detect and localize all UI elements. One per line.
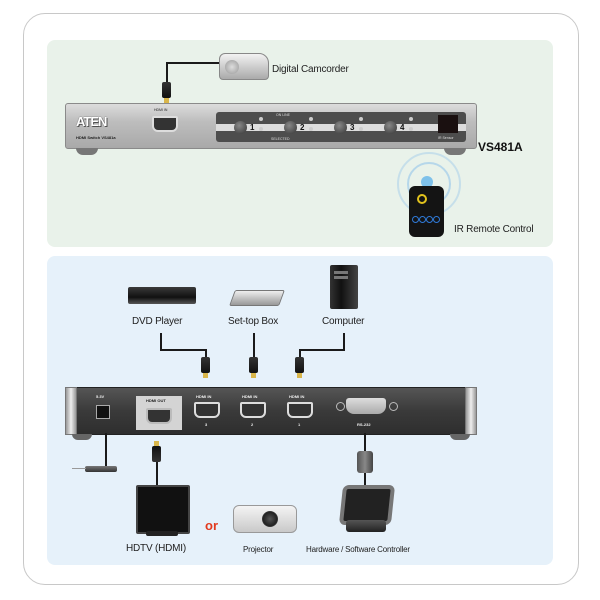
hdmi-out-label: HDMI OUT bbox=[146, 398, 166, 403]
hdmi-out-port bbox=[146, 408, 172, 424]
computer-cable-drop bbox=[299, 349, 301, 359]
dvd-cable-drop bbox=[205, 349, 207, 359]
set-top-box-label: Set-top Box bbox=[228, 316, 279, 327]
switch-front-panel: ATEN HDMI Switch VS481a HDMI IN ON LINE … bbox=[65, 103, 477, 155]
power-adapter-wire bbox=[72, 468, 86, 469]
port-2-number: 2 bbox=[300, 123, 305, 132]
port-selector-strip: ON LINE SELECTED 1 2 3 4 IR Sensor bbox=[216, 112, 466, 142]
rs232-label: RS-232 bbox=[357, 422, 371, 427]
port-3-button[interactable] bbox=[334, 121, 347, 134]
selected-led-2 bbox=[309, 127, 313, 131]
projector-icon bbox=[233, 505, 297, 533]
controller-label: Hardware / Software Controller bbox=[306, 545, 410, 554]
power-adapter-icon bbox=[85, 466, 117, 472]
switch-model-small: HDMI Switch VS481a bbox=[76, 135, 116, 140]
hdmi-plug-icon bbox=[295, 357, 304, 378]
dvd-player-label: DVD Player bbox=[132, 316, 183, 327]
camcorder-cable-vertical bbox=[166, 62, 168, 84]
online-led-2 bbox=[309, 117, 313, 121]
model-title: VS481A bbox=[478, 140, 523, 154]
hdmi-in-3-label: HDMI IN bbox=[196, 394, 212, 399]
hdmi-in-1-number: 1 bbox=[298, 422, 301, 427]
hdmi-in-2-label: HDMI IN bbox=[242, 394, 258, 399]
or-text: or bbox=[205, 518, 218, 533]
port-4-button[interactable] bbox=[384, 121, 397, 134]
computer-label: Computer bbox=[322, 316, 365, 327]
touch-controller-icon bbox=[338, 485, 396, 525]
hdmi-in-3-port bbox=[194, 402, 220, 418]
hdmi-out-block: HDMI OUT bbox=[136, 396, 182, 430]
port-2-button[interactable] bbox=[284, 121, 297, 134]
port-1-number: 1 bbox=[250, 123, 255, 132]
selected-label: SELECTED bbox=[271, 137, 290, 141]
computer-cable-horizontal bbox=[299, 349, 345, 351]
selected-led-4 bbox=[409, 127, 413, 131]
camcorder-label: Digital Camcorder bbox=[272, 64, 349, 75]
camcorder-icon bbox=[219, 53, 269, 80]
serial-screw-right bbox=[389, 402, 398, 411]
power-label: 5.3V bbox=[96, 394, 105, 399]
touch-controller-base bbox=[346, 520, 386, 532]
hdmi-in-3-number: 3 bbox=[205, 422, 208, 427]
hdtv-icon bbox=[136, 485, 190, 534]
power-cable bbox=[105, 433, 107, 466]
online-led-4 bbox=[409, 117, 413, 121]
hdmi-plug-icon bbox=[162, 82, 171, 103]
on-line-label: ON LINE bbox=[276, 113, 291, 117]
selected-led-3 bbox=[359, 127, 363, 131]
hdtv-cable bbox=[156, 462, 158, 486]
ir-signal-dot bbox=[421, 176, 433, 188]
dvd-cable bbox=[160, 333, 162, 350]
port-3-number: 3 bbox=[350, 123, 355, 132]
online-led-3 bbox=[359, 117, 363, 121]
hdmi-plug-icon bbox=[201, 357, 210, 378]
aten-logo: ATEN bbox=[76, 114, 107, 129]
serial-cable bbox=[364, 473, 366, 487]
serial-screw-left bbox=[336, 402, 345, 411]
power-jack bbox=[96, 405, 110, 419]
dvd-cable-horizontal bbox=[160, 349, 206, 351]
ir-sensor-window bbox=[438, 115, 458, 133]
hdmi-in-2-port bbox=[240, 402, 266, 418]
hdmi-in-label: HDMI IN bbox=[154, 108, 168, 112]
hdmi-in-2-number: 2 bbox=[251, 422, 254, 427]
hdmi-in-port bbox=[152, 116, 178, 132]
computer-cable bbox=[343, 333, 345, 350]
switch-rear-panel: 5.3V HDMI OUT HDMI IN 3 HDMI IN 2 HDMI I… bbox=[65, 387, 477, 440]
hdmi-plug-icon bbox=[152, 446, 161, 462]
dvd-player-icon bbox=[128, 287, 196, 304]
rs232-port bbox=[346, 398, 386, 414]
hdtv-label: HDTV (HDMI) bbox=[126, 543, 187, 554]
hdmi-plug-icon bbox=[249, 357, 258, 378]
computer-tower-icon bbox=[330, 265, 358, 309]
online-led-1 bbox=[259, 117, 263, 121]
port-4-number: 4 bbox=[400, 123, 405, 132]
hdtv-stand bbox=[146, 531, 178, 536]
hdmi-in-1-label: HDMI IN bbox=[289, 394, 305, 399]
ir-remote-label: IR Remote Control bbox=[454, 224, 534, 235]
projector-label: Projector bbox=[243, 545, 274, 554]
ir-sensor-label: IR Sensor bbox=[438, 136, 454, 140]
hdmi-in-1-port bbox=[287, 402, 313, 418]
serial-plug-icon bbox=[357, 451, 373, 473]
set-top-box-cable bbox=[253, 333, 255, 359]
selected-led-1 bbox=[259, 127, 263, 131]
ir-remote-icon bbox=[409, 186, 444, 237]
set-top-box-icon bbox=[229, 290, 285, 306]
camcorder-cable bbox=[166, 62, 219, 64]
serial-cable-top bbox=[364, 433, 366, 453]
port-1-button[interactable] bbox=[234, 121, 247, 134]
